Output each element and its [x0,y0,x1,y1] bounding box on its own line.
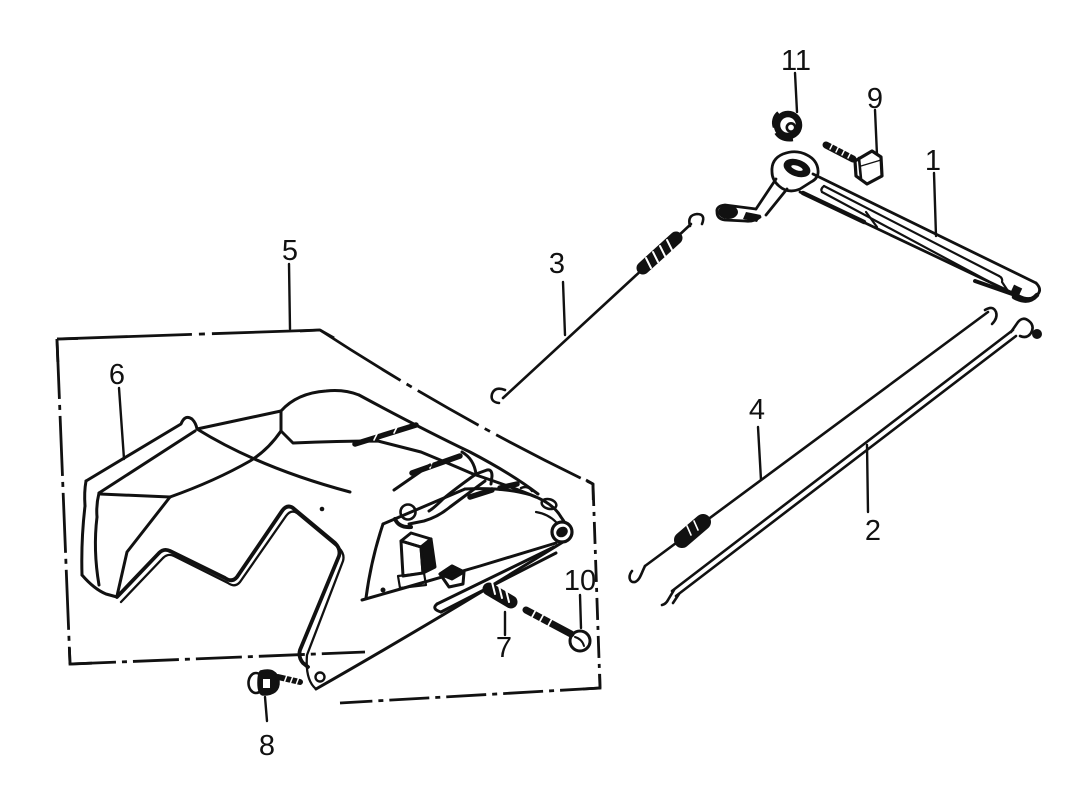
svg-text:9: 9 [867,83,883,115]
svg-text:5: 5 [282,235,298,267]
svg-text:7: 7 [496,632,512,664]
svg-text:6: 6 [109,359,125,391]
svg-text:10: 10 [564,565,596,597]
svg-text:11: 11 [781,45,811,77]
svg-text:8: 8 [259,730,275,762]
svg-text:2: 2 [865,515,881,547]
svg-text:4: 4 [749,394,765,426]
svg-text:1: 1 [925,145,941,177]
svg-text:3: 3 [549,248,565,280]
